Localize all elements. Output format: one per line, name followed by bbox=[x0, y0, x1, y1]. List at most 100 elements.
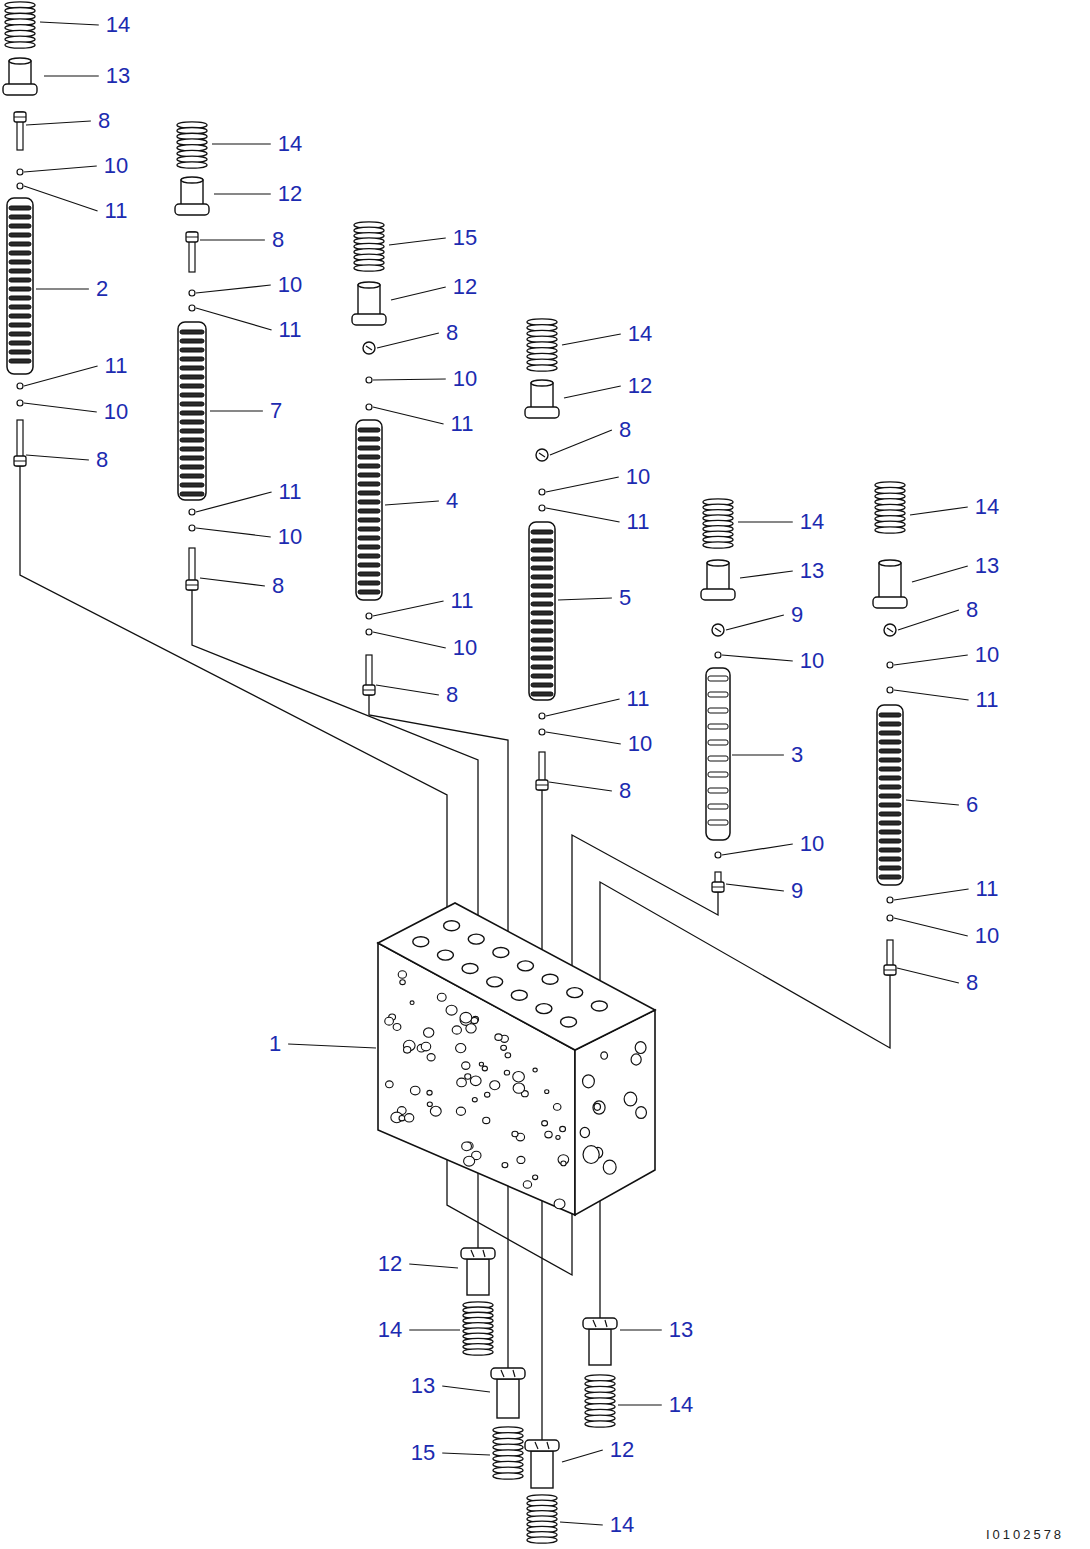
callout-number: 8 bbox=[96, 109, 112, 133]
pin bbox=[186, 548, 198, 590]
guide-line bbox=[507, 1186, 508, 1368]
o-ring bbox=[887, 687, 893, 693]
valve-body bbox=[378, 903, 655, 1215]
guide-line bbox=[192, 590, 478, 928]
retainer bbox=[884, 624, 896, 636]
callout-number: 8 bbox=[617, 779, 633, 803]
callout-number: 8 bbox=[964, 598, 980, 622]
callout-number: 12 bbox=[608, 1438, 636, 1462]
leader-line bbox=[376, 685, 439, 695]
plug-cap bbox=[583, 1318, 617, 1365]
leader-line bbox=[212, 143, 271, 144]
spring bbox=[463, 1302, 493, 1355]
guide-line bbox=[572, 835, 718, 985]
callout-number: 10 bbox=[973, 643, 1001, 667]
leader-line bbox=[373, 632, 446, 648]
leader-line bbox=[442, 1453, 490, 1455]
guide-line bbox=[20, 466, 447, 918]
o-ring bbox=[189, 509, 195, 515]
callout-number: 15 bbox=[451, 226, 479, 250]
callout-number: 11 bbox=[103, 354, 130, 378]
leader-line bbox=[409, 1329, 460, 1330]
leader-line bbox=[894, 889, 969, 900]
leader-line bbox=[906, 800, 959, 805]
callout-number: 12 bbox=[276, 182, 304, 206]
leader-line bbox=[373, 379, 446, 380]
leader-line bbox=[409, 1264, 458, 1268]
leader-line bbox=[894, 655, 968, 665]
callout-number: 14 bbox=[104, 13, 132, 37]
plug-cap bbox=[491, 1368, 525, 1418]
guide-line bbox=[369, 695, 508, 940]
callout-number: 10 bbox=[102, 400, 130, 424]
leader-line bbox=[618, 1404, 662, 1405]
leader-line bbox=[24, 366, 98, 386]
leader-line bbox=[26, 121, 91, 125]
callout-number: 15 bbox=[409, 1441, 437, 1465]
guide-line bbox=[541, 790, 542, 972]
callout-number: 10 bbox=[276, 525, 304, 549]
leader-line bbox=[24, 403, 97, 412]
callout-number: 11 bbox=[625, 510, 652, 534]
plug-cap bbox=[873, 560, 907, 608]
plug-cap bbox=[3, 58, 37, 95]
leader-line bbox=[391, 287, 446, 300]
o-ring bbox=[887, 915, 893, 921]
callout-number: 11 bbox=[277, 318, 304, 342]
callout-number: 11 bbox=[103, 199, 130, 223]
leader-line bbox=[385, 501, 439, 505]
spool bbox=[178, 322, 206, 500]
guide-line bbox=[541, 1201, 542, 1440]
leader-line bbox=[36, 288, 89, 289]
leader-line bbox=[562, 1450, 603, 1462]
spring bbox=[527, 1495, 557, 1543]
callout-number: 14 bbox=[276, 132, 304, 156]
spool bbox=[877, 705, 903, 885]
leader-line bbox=[732, 754, 784, 755]
o-ring bbox=[539, 713, 545, 719]
callout-number: 10 bbox=[276, 273, 304, 297]
callout-number: 10 bbox=[102, 154, 130, 178]
pin bbox=[14, 420, 26, 466]
callout-number: 5 bbox=[617, 586, 633, 610]
spring bbox=[585, 1375, 615, 1427]
plug-cap bbox=[461, 1248, 495, 1295]
o-ring bbox=[17, 383, 23, 389]
callout-number: 9 bbox=[789, 879, 805, 903]
parts-drawing bbox=[3, 2, 907, 1543]
callout-number: 14 bbox=[608, 1513, 636, 1537]
leader-line bbox=[373, 407, 444, 424]
o-ring bbox=[189, 525, 195, 531]
o-ring bbox=[366, 404, 372, 410]
callout-number: 9 bbox=[789, 603, 805, 627]
spring bbox=[703, 499, 733, 548]
callout-number: 10 bbox=[624, 465, 652, 489]
callout-number: 11 bbox=[277, 480, 304, 504]
o-ring bbox=[17, 400, 23, 406]
callout-number: 11 bbox=[449, 412, 476, 436]
callout-number: 14 bbox=[667, 1393, 695, 1417]
leader-line bbox=[24, 186, 98, 211]
retainer bbox=[363, 342, 375, 354]
callout-number: 12 bbox=[626, 374, 654, 398]
leader-line bbox=[726, 884, 784, 891]
pin bbox=[536, 752, 548, 790]
leader-line bbox=[26, 455, 89, 460]
leader-line bbox=[726, 615, 784, 630]
o-ring bbox=[366, 377, 372, 383]
o-ring bbox=[887, 897, 893, 903]
leader-line bbox=[196, 528, 271, 537]
callout-number: 10 bbox=[451, 636, 479, 660]
leader-line bbox=[910, 507, 968, 515]
leader-line bbox=[549, 782, 612, 791]
spring bbox=[527, 319, 557, 371]
callout-number: 8 bbox=[94, 448, 110, 472]
callout-number: 10 bbox=[626, 732, 654, 756]
plug-cap bbox=[525, 1440, 559, 1488]
leader-line bbox=[546, 699, 620, 716]
o-ring bbox=[715, 852, 721, 858]
leader-line bbox=[546, 732, 621, 744]
callout-number: 10 bbox=[798, 649, 826, 673]
leader-line bbox=[214, 193, 271, 194]
